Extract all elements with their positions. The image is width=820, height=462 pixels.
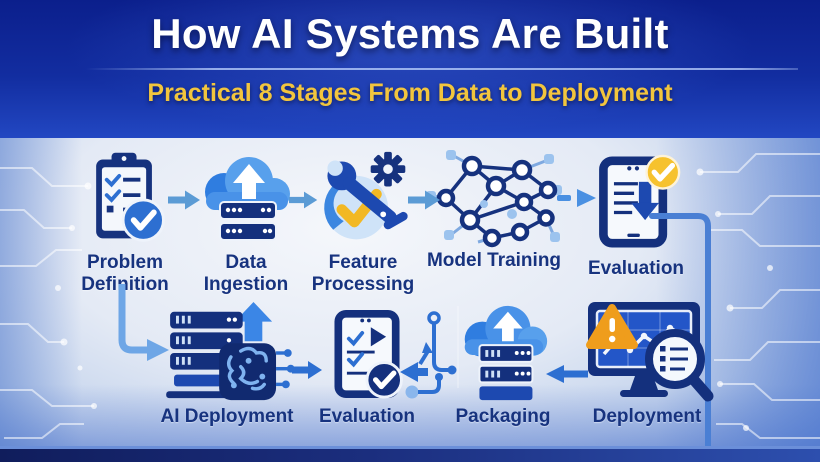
neural-network-icon bbox=[426, 150, 562, 248]
circuit-arrow-packaging-to-evaluation-icon bbox=[400, 311, 457, 399]
clipboard-checklist-icon bbox=[96, 152, 165, 242]
flow-area: Problem Definition Data Ingestion bbox=[0, 138, 820, 462]
arrow-problem-to-data-icon bbox=[168, 190, 200, 210]
stage-data-ingestion: Data Ingestion bbox=[182, 150, 310, 297]
magnifier-checklist-icon bbox=[645, 329, 714, 402]
arrow-data-to-feature-icon bbox=[289, 191, 318, 209]
stage-label: Data Ingestion bbox=[203, 252, 289, 296]
stage-deployment: Deployment bbox=[568, 296, 726, 428]
stage-evaluation-top: Evaluation bbox=[580, 146, 692, 280]
cloud-upload-server-icon bbox=[205, 157, 290, 241]
wrench-gear-check-icon bbox=[324, 151, 408, 240]
gear-icon bbox=[370, 151, 406, 187]
stage-label: Model Training bbox=[426, 250, 562, 271]
stage-feature-processing: Feature Processing bbox=[302, 146, 424, 297]
dashed-arrow-model-to-evaluation-icon bbox=[557, 189, 596, 207]
arrow-aideployment-to-evaluation-icon bbox=[292, 361, 322, 379]
warning-triangle-icon bbox=[586, 304, 638, 349]
stage-evaluation-bottom: Evaluation bbox=[312, 304, 422, 428]
circuit-pattern-background bbox=[0, 153, 820, 439]
stage-label: AI Deployment bbox=[160, 406, 294, 427]
stage-ai-deployment: AI Deployment bbox=[148, 302, 306, 428]
bottom-bar bbox=[0, 446, 820, 462]
stage-label: Deployment bbox=[592, 406, 702, 427]
stage-label: Packaging bbox=[455, 406, 551, 427]
cloud-server-package-icon bbox=[464, 305, 548, 401]
stage-label: Evaluation bbox=[587, 258, 685, 279]
server-ai-chip-icon bbox=[166, 302, 295, 401]
stage-label: Evaluation bbox=[318, 406, 416, 427]
header: How AI Systems Are Built Practical 8 Sta… bbox=[0, 0, 820, 138]
tablet-download-check-icon bbox=[599, 154, 681, 248]
page-subtitle: Practical 8 Stages From Data to Deployme… bbox=[147, 79, 673, 107]
arrow-deployment-to-packaging-icon bbox=[546, 365, 588, 383]
elbow-connector-right-icon bbox=[649, 213, 711, 451]
arrow-feature-to-model-icon bbox=[408, 190, 440, 210]
stage-problem-definition: Problem Definition bbox=[58, 146, 192, 297]
stage-label: Feature Processing bbox=[311, 252, 415, 296]
stage-packaging: Packaging bbox=[440, 300, 566, 428]
title-divider bbox=[86, 68, 798, 70]
tablet-checklist-play-icon bbox=[334, 310, 403, 399]
page-title: How AI Systems Are Built bbox=[151, 10, 669, 57]
circuit-brain-icon bbox=[227, 346, 268, 391]
stage-model-training: Model Training bbox=[424, 150, 564, 272]
wrench-icon bbox=[327, 160, 408, 230]
monitor-alert-magnifier-icon bbox=[586, 302, 714, 402]
elbow-connector-left-icon bbox=[118, 284, 169, 361]
